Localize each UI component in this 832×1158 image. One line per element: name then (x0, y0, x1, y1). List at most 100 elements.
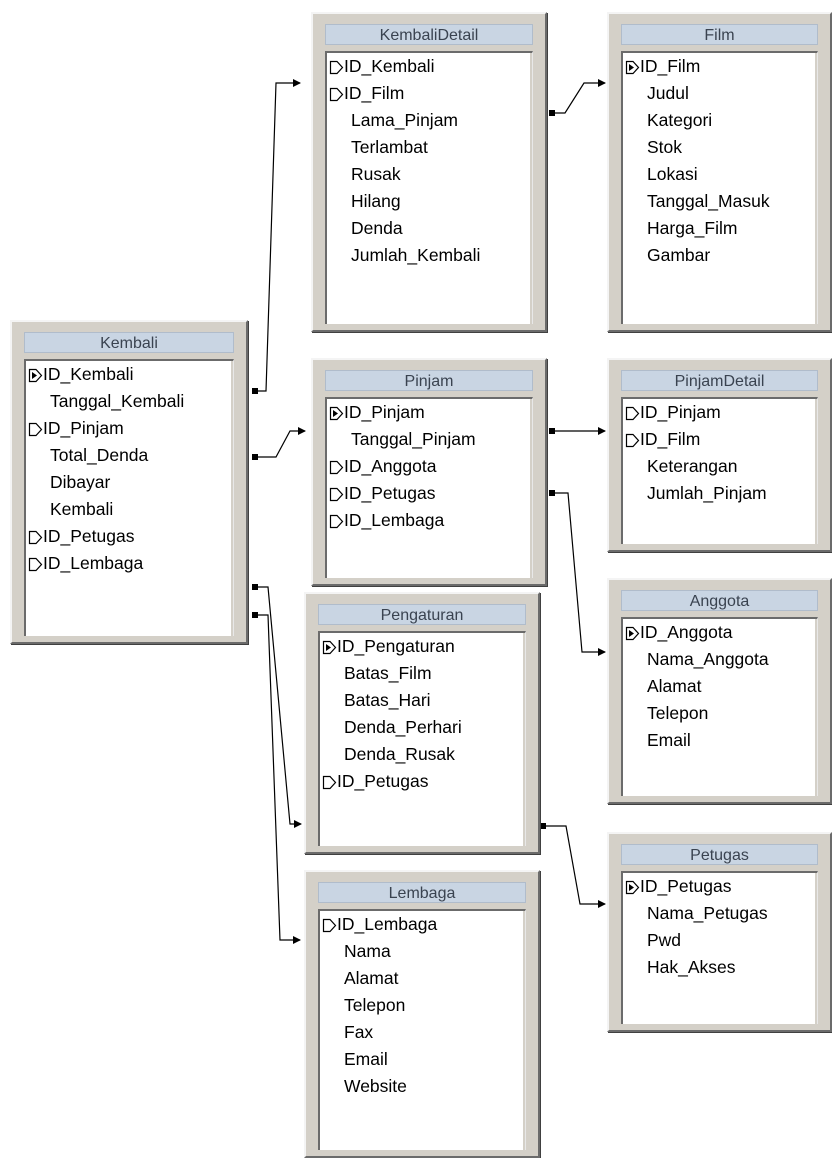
field-row[interactable]: ID_Kembali (327, 53, 532, 80)
field-name: Judul (647, 83, 689, 103)
table-title[interactable]: Lembaga (318, 882, 526, 903)
field-name: Fax (344, 1022, 374, 1042)
field-row[interactable]: ID_Lembaga (327, 507, 532, 534)
field-row[interactable]: Fax (320, 1019, 525, 1046)
field-row[interactable]: Website (320, 1073, 525, 1100)
field-row[interactable]: ID_Pinjam (327, 399, 532, 426)
field-row[interactable]: Alamat (320, 965, 525, 992)
field-row[interactable]: Kembali (26, 496, 233, 523)
field-row[interactable]: ID_Kembali (26, 361, 233, 388)
link-kembali-to-lembaga (252, 612, 301, 944)
field-name: Stok (647, 137, 683, 157)
field-row[interactable]: Telepon (320, 992, 525, 1019)
field-row[interactable]: Total_Denda (26, 442, 233, 469)
field-row[interactable]: Kategori (623, 107, 817, 134)
field-row[interactable]: Telepon (623, 700, 817, 727)
field-row[interactable]: Batas_Hari (320, 687, 525, 714)
field-row[interactable]: ID_Pinjam (623, 399, 817, 426)
field-row[interactable]: ID_Anggota (327, 453, 532, 480)
field-row[interactable]: Email (320, 1046, 525, 1073)
field-row[interactable]: Jumlah_Kembali (327, 242, 532, 269)
field-row[interactable]: Judul (623, 80, 817, 107)
field-name: Kategori (647, 110, 713, 130)
field-row[interactable]: Jumlah_Pinjam (623, 480, 817, 507)
field-name: Dibayar (50, 472, 111, 492)
field-row[interactable]: ID_Pinjam (26, 415, 233, 442)
field-row[interactable]: Denda_Rusak (320, 741, 525, 768)
primary-key-icon (329, 406, 344, 421)
field-name: ID_Kembali (43, 364, 134, 384)
field-row[interactable]: ID_Petugas (26, 523, 233, 550)
field-row[interactable]: Nama (320, 938, 525, 965)
field-row[interactable]: Nama_Petugas (623, 900, 817, 927)
field-row[interactable]: ID_Petugas (623, 873, 817, 900)
field-name: Tanggal_Masuk (647, 191, 770, 211)
field-row[interactable]: Lama_Pinjam (327, 107, 532, 134)
foreign-key-icon (625, 433, 640, 448)
foreign-key-icon (329, 87, 344, 102)
field-name: Lokasi (647, 164, 698, 184)
field-row[interactable]: Email (623, 727, 817, 754)
field-row[interactable]: Tanggal_Kembali (26, 388, 233, 415)
table-title[interactable]: Anggota (621, 590, 818, 611)
field-row[interactable]: Terlambat (327, 134, 532, 161)
field-name: Batas_Film (344, 663, 432, 683)
field-name: ID_Petugas (640, 876, 732, 896)
table-title[interactable]: KembaliDetail (325, 24, 533, 45)
field-row[interactable]: Hilang (327, 188, 532, 215)
table-title[interactable]: PinjamDetail (621, 370, 818, 391)
foreign-key-icon (322, 918, 337, 933)
field-row[interactable]: ID_Anggota (623, 619, 817, 646)
field-row[interactable]: Alamat (623, 673, 817, 700)
field-row[interactable]: Keterangan (623, 453, 817, 480)
field-name: ID_Anggota (344, 456, 437, 476)
field-row[interactable]: Hak_Akses (623, 954, 817, 981)
field-row[interactable]: ID_Film (623, 53, 817, 80)
field-row[interactable]: Tanggal_Masuk (623, 188, 817, 215)
field-row[interactable]: ID_Film (327, 80, 532, 107)
field-name: Total_Denda (50, 445, 149, 465)
link-kembalidetail-to-film (549, 79, 606, 116)
field-row[interactable]: ID_Lembaga (26, 550, 233, 577)
field-row[interactable]: Tanggal_Pinjam (327, 426, 532, 453)
field-name: Kembali (50, 499, 114, 519)
field-name: Nama_Petugas (647, 903, 768, 923)
field-row[interactable]: ID_Petugas (320, 768, 525, 795)
table-title[interactable]: Film (621, 24, 818, 45)
field-row[interactable]: Harga_Film (623, 215, 817, 242)
field-row[interactable]: ID_Lembaga (320, 911, 525, 938)
table-title[interactable]: Kembali (24, 332, 234, 353)
field-row[interactable]: Gambar (623, 242, 817, 269)
table-title[interactable]: Petugas (621, 844, 818, 865)
field-row[interactable]: Pwd (623, 927, 817, 954)
field-row[interactable]: Lokasi (623, 161, 817, 188)
field-name: Telepon (344, 995, 406, 1015)
field-row[interactable]: Batas_Film (320, 660, 525, 687)
table-title[interactable]: Pengaturan (318, 604, 526, 625)
field-row[interactable]: Rusak (327, 161, 532, 188)
field-row[interactable]: Denda (327, 215, 532, 242)
field-row[interactable]: Dibayar (26, 469, 233, 496)
primary-key-icon (322, 640, 337, 655)
field-row[interactable]: Denda_Perhari (320, 714, 525, 741)
field-row[interactable]: ID_Pengaturan (320, 633, 525, 660)
field-row[interactable]: Stok (623, 134, 817, 161)
field-row[interactable]: ID_Film (623, 426, 817, 453)
field-name: Denda_Rusak (344, 744, 455, 764)
field-row[interactable]: Nama_Anggota (623, 646, 817, 673)
field-name: ID_Pinjam (43, 418, 124, 438)
field-row[interactable]: ID_Petugas (327, 480, 532, 507)
table-title[interactable]: Pinjam (325, 370, 533, 391)
link-pinjam-to-anggota (549, 490, 606, 656)
